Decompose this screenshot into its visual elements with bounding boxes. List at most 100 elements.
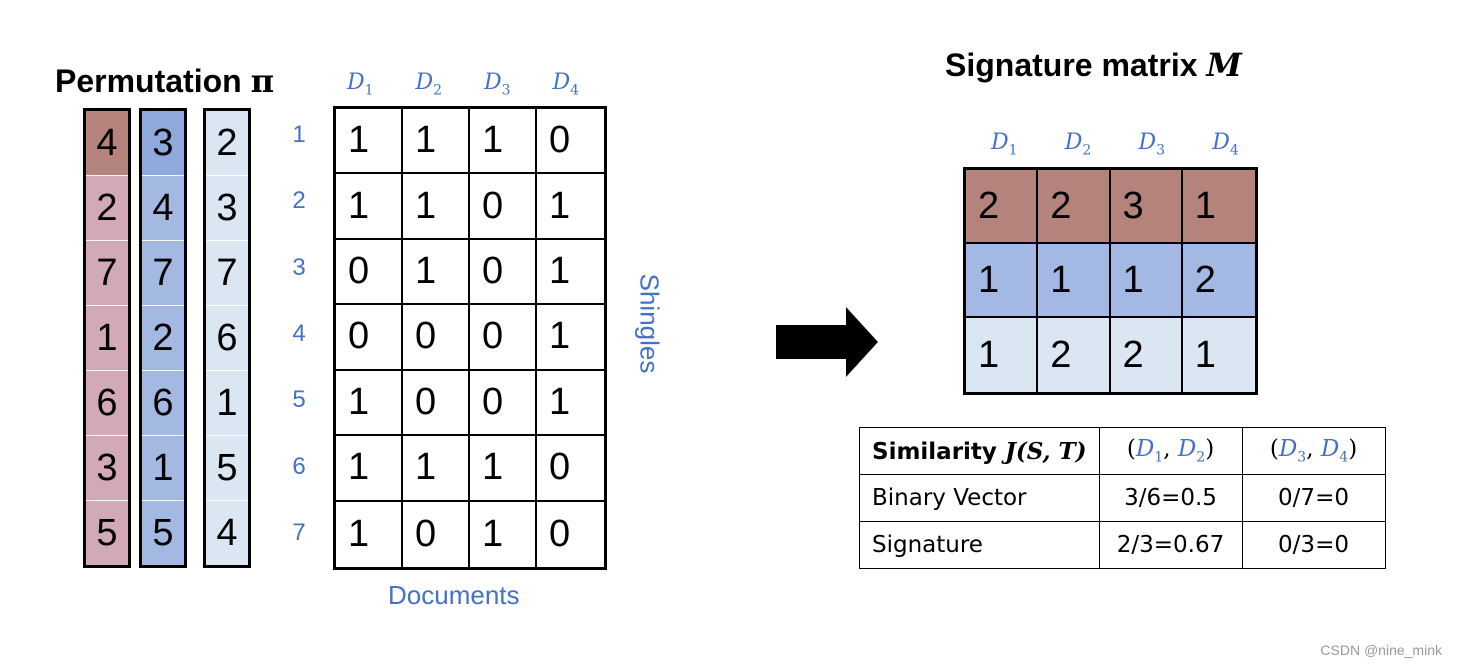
matrix-cell: 1	[537, 240, 604, 306]
pair-doc-letter: D	[1320, 436, 1340, 463]
matrix-cell: 0	[537, 436, 604, 502]
permutation-title-text: Permutation	[55, 63, 242, 99]
row-number: 5	[292, 386, 306, 414]
input-doc-label-letter: D	[347, 70, 365, 95]
signature-symbol: M	[1206, 46, 1242, 84]
permutation-cell: 4	[142, 175, 184, 240]
matrix-cell: 0	[403, 305, 470, 371]
signature-cell: 1	[1182, 170, 1255, 244]
row-number: 6	[292, 452, 306, 480]
signature-cell: 1	[1182, 318, 1255, 392]
matrix-cell: 0	[470, 305, 537, 371]
similarity-header-text: Similarity	[872, 438, 997, 465]
signature-cell: 1	[966, 244, 1039, 318]
watermark: CSDN @nine_mink	[1320, 642, 1442, 658]
similarity-header: Similarity J(S, T)	[859, 427, 1100, 475]
matrix-cell: 0	[537, 109, 604, 175]
signature-doc-label-sub: 1	[1008, 142, 1018, 159]
signature-doc-label-letter: D	[1138, 130, 1157, 155]
permutation-cell: 2	[206, 111, 248, 175]
matrix-cell: 0	[336, 239, 403, 306]
signature-cell: 3	[1110, 170, 1183, 244]
matrix-cell: 1	[336, 109, 403, 175]
permutation-cell: 3	[86, 435, 128, 500]
matrix-cell: 1	[470, 501, 537, 567]
similarity-value: 0/7=0	[1241, 474, 1386, 522]
signature-cell: 1	[966, 318, 1039, 392]
permutation-symbol: π	[250, 62, 274, 100]
similarity-value: 2/3=0.67	[1098, 521, 1243, 569]
signature-cell: 2	[1038, 170, 1111, 244]
pair-doc-sub: 2	[1196, 449, 1206, 466]
permutation-cell: 6	[142, 370, 184, 435]
pair-label: (D3, D4)	[1269, 436, 1358, 466]
signature-cell: 2	[1110, 318, 1183, 392]
matrix-cell: 1	[537, 305, 604, 371]
matrix-cell: 0	[549, 512, 571, 555]
signature-doc-label: D2	[1065, 130, 1092, 158]
permutation-cell: 3	[206, 175, 248, 240]
permutation-cell: 7	[142, 240, 184, 305]
input-doc-label: D3	[484, 70, 511, 98]
similarity-header-row: Similarity J(S, T) (D1, D2) (D3, D4)	[859, 427, 1386, 475]
signature-cell: 1	[1110, 244, 1183, 318]
input-doc-label-letter: D	[484, 70, 502, 95]
pair-doc-letter: D	[1177, 436, 1197, 463]
signature-doc-label: D1	[991, 130, 1018, 158]
permutation-cell: 6	[86, 370, 128, 435]
permutation-title: Permutation π	[55, 62, 274, 100]
permutation-cell: 2	[86, 175, 128, 240]
permutation-cell: 1	[86, 305, 128, 370]
input-doc-label-letter: D	[415, 70, 434, 95]
similarity-value: 3/6=0.5	[1098, 474, 1243, 522]
matrix-cell: 1	[403, 239, 470, 306]
permutation-cell: 1	[142, 435, 184, 500]
permutation-cell: 1	[206, 370, 248, 435]
pair-header-2: (D3, D4)	[1241, 427, 1386, 475]
signature-doc-label-sub: 3	[1156, 142, 1166, 159]
matrix-cell: 1	[336, 436, 403, 502]
pair-label: (D1, D2)	[1126, 436, 1215, 466]
matrix-cell: 0	[470, 239, 537, 306]
permutation-cell: 5	[86, 500, 128, 565]
matrix-cell: 0	[403, 370, 470, 437]
permutation-cell: 5	[142, 500, 184, 565]
signature-doc-label-letter: D	[991, 130, 1009, 155]
input-doc-label-sub: 1	[364, 82, 374, 99]
signature-title: Signature matrix M	[945, 46, 1242, 84]
matrix-cell: 1	[403, 436, 470, 502]
matrix-cell: 1	[470, 109, 537, 175]
matrix-cell: 1	[537, 371, 604, 437]
matrix-cell: 1	[403, 174, 470, 240]
permutation-cell: 2	[142, 305, 184, 370]
permutation-cell: 3	[142, 111, 184, 175]
permutation-cell: 4	[206, 500, 248, 565]
input-doc-label: D2	[416, 70, 443, 98]
permutation-cell: 6	[206, 305, 248, 370]
signature-doc-label-sub: 2	[1082, 142, 1092, 159]
signature-cell: 2	[1038, 318, 1111, 392]
row-number: 3	[292, 253, 306, 281]
signature-cell: 2	[1182, 244, 1255, 318]
permutation-cell: 7	[86, 240, 128, 305]
signature-doc-label-letter: D	[1064, 130, 1083, 155]
similarity-table: Similarity J(S, T) (D1, D2) (D3, D4) Bin…	[859, 427, 1386, 569]
matrix-cell: 0	[470, 174, 537, 240]
matrix-cell: 0	[336, 305, 403, 371]
input-doc-label-sub: 3	[501, 82, 511, 99]
documents-label: Documents	[388, 580, 520, 610]
signature-doc-label-letter: D	[1212, 130, 1230, 155]
matrix-cell: 1	[336, 370, 403, 437]
pair-doc-sub: 3	[1297, 449, 1307, 466]
input-doc-label: D1	[347, 70, 374, 98]
pair-doc-letter: D	[1135, 436, 1155, 463]
shingles-label: Shingles	[634, 273, 665, 374]
